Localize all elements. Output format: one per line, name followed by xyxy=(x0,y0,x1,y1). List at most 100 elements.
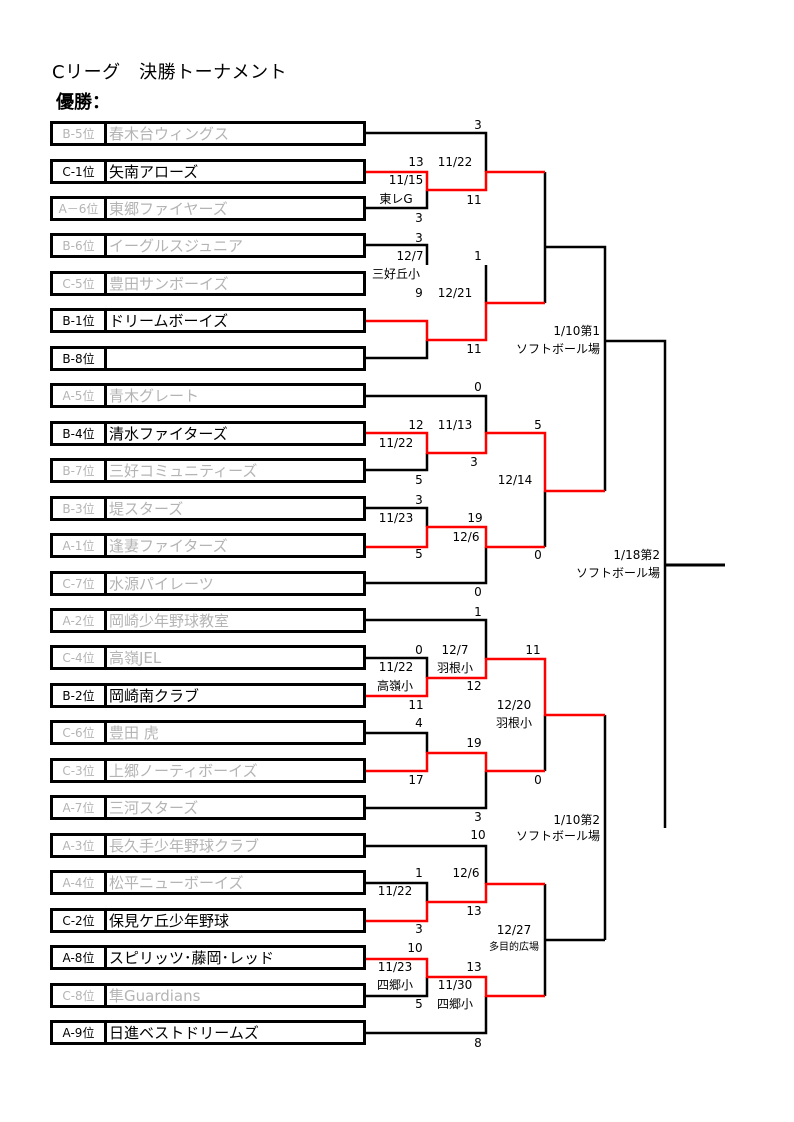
match-date: 12/7 xyxy=(441,643,469,657)
team-rank: A-4位 xyxy=(53,873,107,893)
match-date: 11/30 xyxy=(437,978,473,992)
team-row: A－6位東郷ファイヤーズ xyxy=(50,195,366,221)
match-score: 11 xyxy=(525,643,541,657)
match-score: 10 xyxy=(470,828,486,842)
team-rank: C-6位 xyxy=(53,723,107,743)
match-date: 11/22 xyxy=(377,884,413,898)
match-score: 12 xyxy=(466,679,482,693)
team-row: B-6位イーグルスジュニア xyxy=(50,233,366,259)
team-rank: B-6位 xyxy=(53,236,107,256)
team-rank: B-4位 xyxy=(53,423,107,443)
team-rank: B-5位 xyxy=(53,124,107,143)
match-venue: 四郷小 xyxy=(436,997,474,1011)
match-date: 11/22 xyxy=(378,660,414,674)
team-name: 春木台ウィングス xyxy=(109,125,230,143)
team-rank: A-7位 xyxy=(53,798,107,818)
match-score: 9 xyxy=(415,286,423,300)
team-row: B-2位岡崎南クラブ xyxy=(50,682,366,708)
team-name: 東郷ファイヤーズ xyxy=(109,199,228,218)
team-rank: A-8位 xyxy=(53,948,107,968)
team-name: 逢妻ファイターズ xyxy=(109,537,228,556)
team-row: B-8位 xyxy=(50,345,366,371)
match-score: 3 xyxy=(474,810,482,824)
team-row: A-7位三河スターズ xyxy=(50,795,366,821)
team-name: 岡崎少年野球教室 xyxy=(109,612,230,630)
match-score: 5 xyxy=(534,418,542,432)
team-name: 堤スターズ xyxy=(109,499,184,518)
team-row: A-3位長久手少年野球クラブ xyxy=(50,832,366,858)
bracket-lines-winner xyxy=(366,170,605,998)
match-score: 5 xyxy=(415,473,423,487)
team-row: A-2位岡崎少年野球教室 xyxy=(50,608,366,633)
match-date: 11/22 xyxy=(378,436,414,450)
team-name: スピリッツ･藤岡･レッド xyxy=(109,949,275,968)
match-score: 10 xyxy=(407,941,423,955)
match-score: 19 xyxy=(466,736,482,750)
match-score: 11 xyxy=(466,193,482,207)
team-rank: C-2位 xyxy=(53,910,107,930)
team-name: 上郷ノーティボーイズ xyxy=(109,761,258,780)
match-score: 8 xyxy=(474,1036,482,1050)
match-score: 3 xyxy=(415,231,423,245)
team-rank: A-9位 xyxy=(53,1023,107,1042)
team-row: B-5位春木台ウィングス xyxy=(50,121,366,146)
team-row: C-7位水源パイレーツ xyxy=(50,570,366,596)
match-score: 0 xyxy=(415,643,423,657)
team-rank: C-5位 xyxy=(53,273,107,293)
match-score: 0 xyxy=(474,380,482,394)
match-score: 0 xyxy=(534,773,542,787)
match-score: 13 xyxy=(466,904,482,918)
champion-label: 優勝： xyxy=(56,92,110,113)
team-row: C-1位矢南アローズ xyxy=(50,158,366,184)
team-rank: C-1位 xyxy=(53,161,107,181)
match-score: 3 xyxy=(415,922,423,936)
match-date: 11/22 xyxy=(437,155,473,169)
team-name: 三好コミュニティーズ xyxy=(109,462,258,481)
team-row: B-1位ドリームボーイズ xyxy=(50,308,366,334)
match-score: 3 xyxy=(474,118,482,132)
match-date: 11/23 xyxy=(378,511,414,525)
bracket-lines-black xyxy=(366,131,725,1035)
team-rank: A-1位 xyxy=(53,536,107,556)
match-date: 11/23 xyxy=(377,960,413,974)
team-row: A-8位スピリッツ･藤岡･レッド xyxy=(50,945,366,971)
match-date: 12/20 xyxy=(496,698,532,712)
team-name xyxy=(107,349,363,368)
team-name: 水源パイレーツ xyxy=(109,574,214,593)
team-row: C-3位上郷ノーティボーイズ xyxy=(50,757,366,783)
match-venue: 三好丘小 xyxy=(371,267,421,281)
team-rank: B-2位 xyxy=(53,685,107,705)
match-score: 5 xyxy=(415,997,423,1011)
team-name: 保見ケ丘少年野球 xyxy=(109,911,230,930)
team-rank: B-1位 xyxy=(53,311,107,331)
team-name: 矢南アローズ xyxy=(109,162,199,181)
team-name: 青木グレート xyxy=(109,387,200,406)
team-rank: B-8位 xyxy=(53,348,107,368)
match-date: 1/10第2 xyxy=(553,813,600,827)
team-row: A-9位日進ベストドリームズ xyxy=(50,1020,366,1045)
team-rank: B-3位 xyxy=(53,498,107,518)
match-score: 13 xyxy=(466,960,482,974)
match-venue: ソフトボール場 xyxy=(575,566,660,580)
match-date: 12/6 xyxy=(452,866,480,880)
match-date: 11/13 xyxy=(437,418,473,432)
team-name: イーグルスジュニア xyxy=(109,237,243,256)
match-venue: 多目的広場 xyxy=(489,942,539,953)
match-venue: 羽根小 xyxy=(495,716,533,730)
match-score: 19 xyxy=(467,511,483,525)
team-name: 松平ニューボーイズ xyxy=(109,874,244,893)
page-title: Cリーグ 決勝トーナメント xyxy=(52,62,288,83)
match-score: 12 xyxy=(408,418,424,432)
match-date: 12/7 xyxy=(396,249,424,263)
match-score: 1 xyxy=(415,866,423,880)
team-rank: B-7位 xyxy=(53,461,107,481)
team-name: 清水ファイターズ xyxy=(109,424,228,443)
match-date: 1/10第1 xyxy=(553,324,600,338)
team-row: C-6位豊田 虎 xyxy=(50,720,366,746)
match-date: 11/15 xyxy=(388,173,424,187)
team-row: C-4位高嶺JEL xyxy=(50,645,366,671)
match-score: 1 xyxy=(474,605,482,619)
match-date: 1/18第2 xyxy=(613,548,660,562)
match-score: 11 xyxy=(466,342,482,356)
match-score: 0 xyxy=(474,585,482,599)
